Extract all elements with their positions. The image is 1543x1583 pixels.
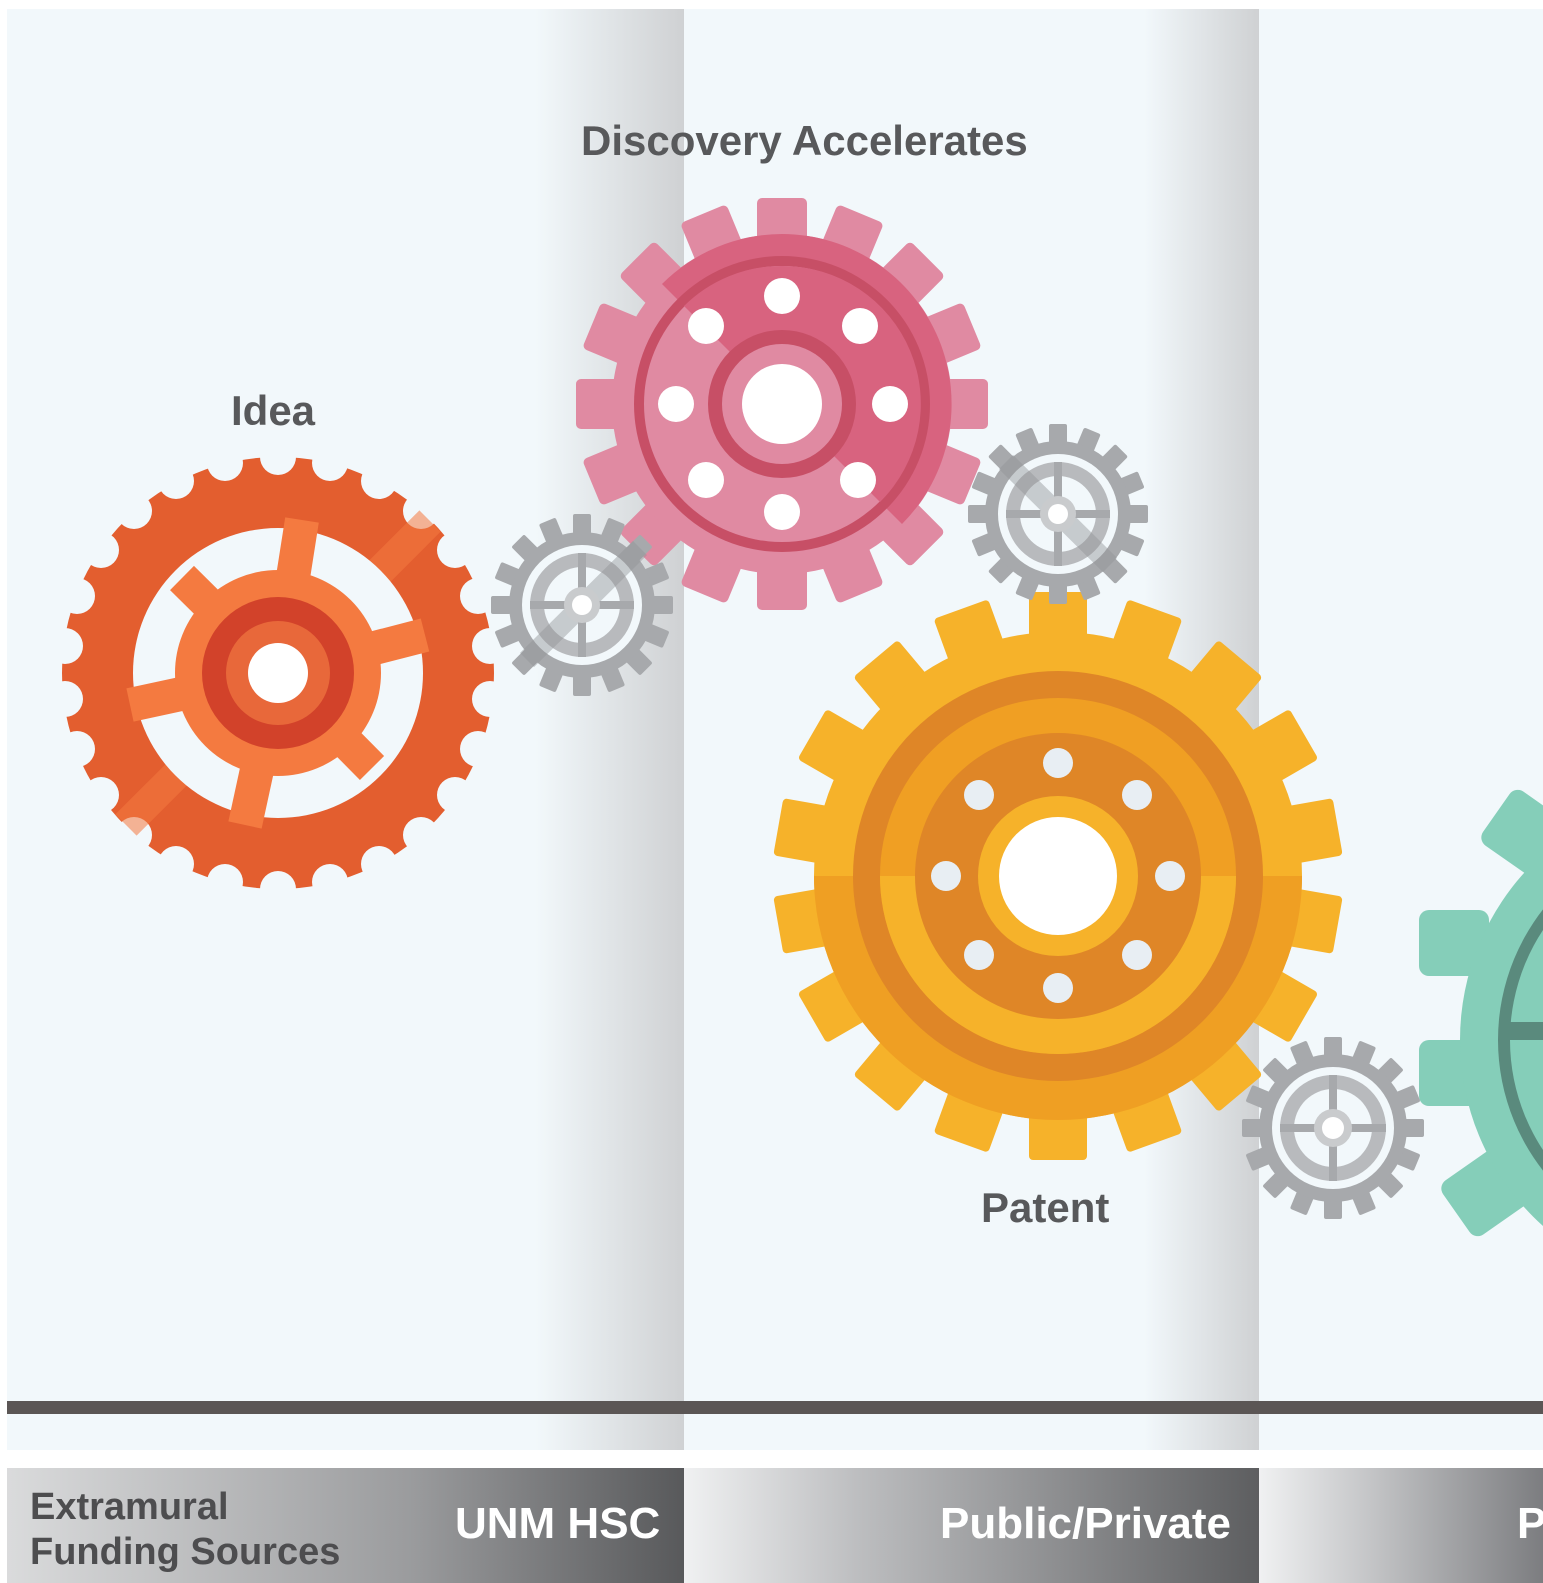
- discovery-gear: [576, 198, 988, 610]
- small-gear-left: [491, 514, 673, 696]
- small-gear-middle: [968, 424, 1148, 604]
- footer-label-public-private: Public/Private: [940, 1499, 1232, 1548]
- idea-gear: [47, 439, 508, 907]
- small-gear-right: [1242, 1037, 1424, 1219]
- footer-label-extramural-line2: Funding Sources: [30, 1531, 341, 1573]
- footer-segment-public-private: [684, 1468, 1259, 1583]
- footer-label-cut-off: P: [1517, 1499, 1543, 1548]
- footer-label-extramural-line1: Extramural: [30, 1486, 229, 1528]
- footer-segment-third: [1259, 1468, 1543, 1583]
- teal-gear: [1419, 789, 1543, 1237]
- footer-label-unm-hsc: UNM HSC: [455, 1499, 661, 1548]
- label-idea: Idea: [231, 387, 316, 434]
- label-discovery-accelerates: Discovery Accelerates: [581, 117, 1028, 164]
- footer-segment-unm-hsc: [7, 1468, 684, 1583]
- discovery-gear-holes: [658, 278, 908, 530]
- idea-gear-notches: [47, 439, 508, 907]
- patent-gear-holes: [931, 748, 1185, 1003]
- timeline-baseline: [7, 1401, 1543, 1414]
- label-patent: Patent: [981, 1184, 1110, 1231]
- patent-gear: [773, 592, 1343, 1160]
